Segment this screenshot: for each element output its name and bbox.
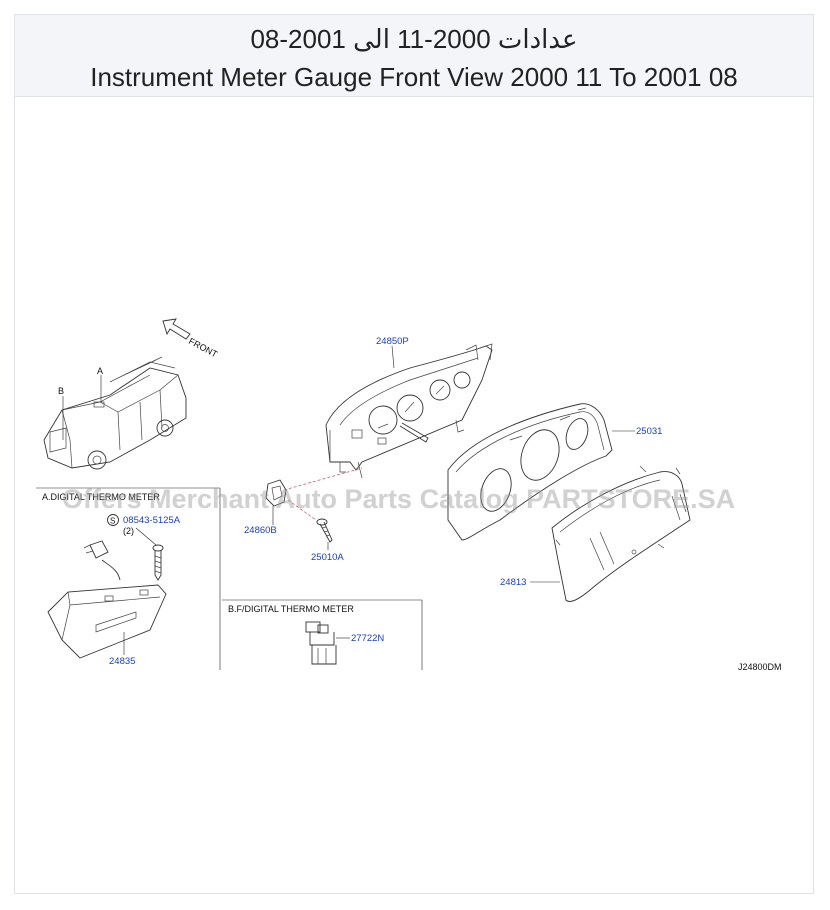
section-a-title: A.DIGITAL THERMO METER xyxy=(42,492,160,502)
part-label-25031[interactable]: 25031 xyxy=(636,426,662,437)
meter-finisher-bezel-part xyxy=(447,403,613,541)
page-frame: عدادات 2000-11 الى 2001-08 Instrument Me… xyxy=(14,14,814,894)
part-label-24860B[interactable]: 24860B xyxy=(244,525,277,536)
meter-lens-part xyxy=(551,465,691,602)
digital-thermo-meter-part xyxy=(47,540,167,659)
part-label-27722N[interactable]: 27722N xyxy=(351,633,384,644)
part-label-24850P[interactable]: 24850P xyxy=(376,336,409,347)
page-header: عدادات 2000-11 الى 2001-08 Instrument Me… xyxy=(15,15,813,97)
clip-part xyxy=(265,479,287,507)
diagram-code: J24800DM xyxy=(738,662,782,672)
part-label-25010A[interactable]: 25010A xyxy=(311,552,344,563)
meter-screw-part xyxy=(316,518,333,543)
vehicle-marker-a: A xyxy=(97,366,103,376)
front-arrow-icon xyxy=(162,318,191,340)
part-label-24835[interactable]: 24835 xyxy=(109,656,135,667)
vehicle-illustration xyxy=(43,356,187,470)
front-label: FRONT xyxy=(187,336,220,360)
thermo-sensor-part xyxy=(305,621,337,665)
section-a-box xyxy=(36,487,221,670)
screw-symbol-icon xyxy=(107,514,119,526)
quantity-note: (2) xyxy=(123,526,134,536)
part-label-08543-5125A[interactable]: 08543-5125A xyxy=(123,515,181,526)
combination-meter-part xyxy=(325,343,493,479)
screw-part xyxy=(152,544,164,581)
watermark-text: Offers Merchant Auto Parts Catalog PARTS… xyxy=(62,484,735,514)
page-title-english: Instrument Meter Gauge Front View 2000 1… xyxy=(90,62,738,92)
part-label-24813[interactable]: 24813 xyxy=(500,577,526,588)
vehicle-marker-b: B xyxy=(58,386,64,396)
page-title-arabic: عدادات 2000-11 الى 2001-08 xyxy=(250,24,578,54)
section-b-title: B.F/DIGITAL THERMO METER xyxy=(228,604,354,614)
section-b-box xyxy=(222,599,423,670)
screw-symbol-label: S xyxy=(110,517,115,526)
